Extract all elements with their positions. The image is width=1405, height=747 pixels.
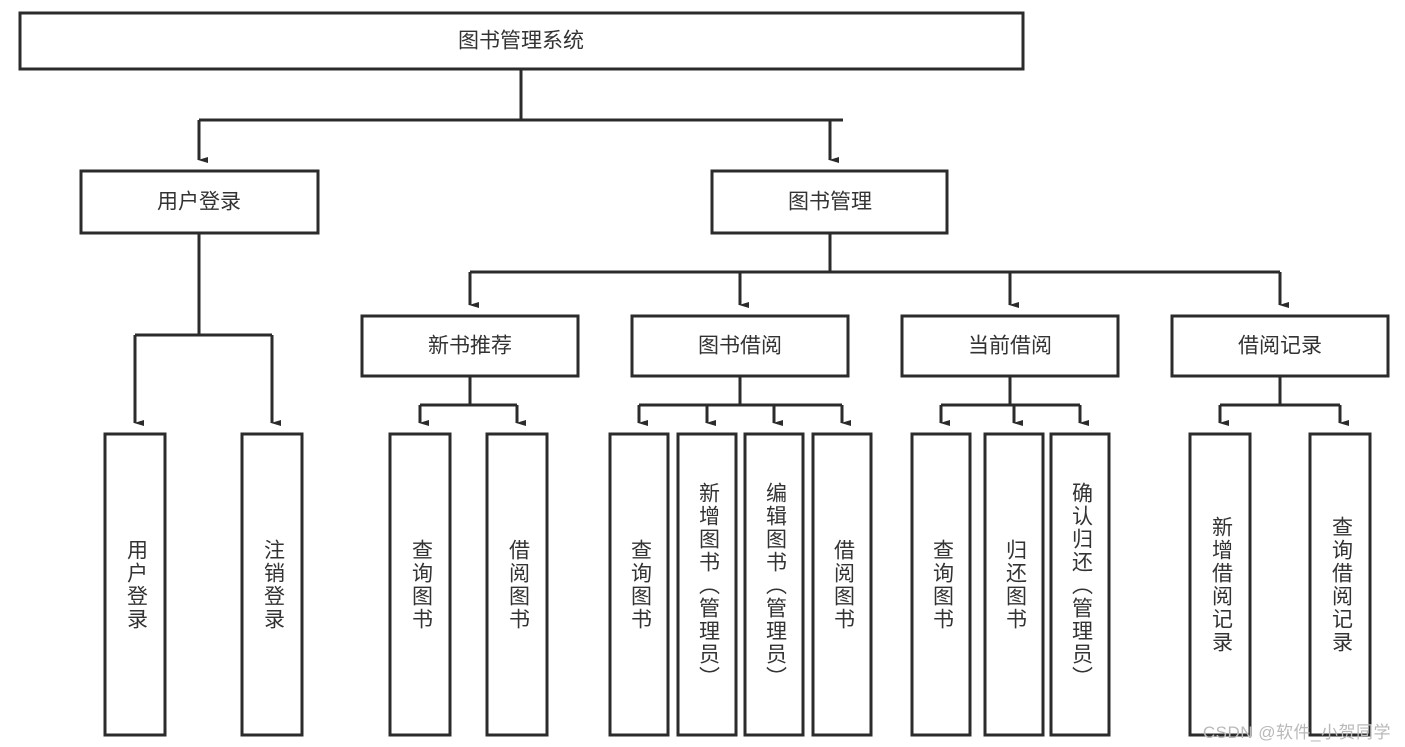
node-current-borrow[interactable]: 当前借阅 [900, 314, 1120, 378]
leaf-box-logout[interactable] [240, 432, 304, 737]
connector-group-root [197, 69, 843, 163]
node-book-management-label: 图书管理 [788, 191, 872, 214]
node-user-login-label: 用户登录 [157, 191, 241, 214]
node-root-system[interactable]: 图书管理系统 [18, 11, 1025, 71]
watermark-text: CSDN @软件_小贺同学 [1202, 723, 1391, 742]
leaf-box-query-book-new[interactable] [388, 432, 452, 737]
leaf-box-borrow-book-new[interactable] [485, 432, 549, 737]
node-new-book-recommend[interactable]: 新书推荐 [360, 314, 580, 378]
leaf-box-confirm-return-admin[interactable] [1049, 432, 1111, 737]
leaf-box-edit-book-admin[interactable] [743, 432, 805, 737]
connector-group-new-book [418, 376, 526, 426]
leaf-box-add-book-admin[interactable] [676, 432, 738, 737]
node-book-borrow[interactable]: 图书借阅 [630, 314, 850, 378]
node-book-borrow-box[interactable] [630, 314, 850, 378]
leaf-box-query-book-borrow[interactable] [608, 432, 670, 737]
node-book-borrow-label: 图书借阅 [698, 335, 782, 358]
node-user-login-box[interactable] [79, 169, 320, 235]
node-book-management-box[interactable] [710, 169, 949, 235]
node-root-system-label: 图书管理系统 [458, 30, 584, 53]
connector-group-borrow [637, 376, 851, 426]
node-borrow-record-box[interactable] [1170, 314, 1390, 378]
node-root-system-box[interactable] [18, 11, 1025, 71]
node-current-borrow-label: 当前借阅 [968, 335, 1052, 358]
connector-group-borrow-record [1218, 376, 1349, 426]
leaf-box-add-borrow-record[interactable] [1188, 432, 1252, 737]
node-user-login[interactable]: 用户登录 [79, 169, 320, 235]
leaf-box-return-book[interactable] [983, 432, 1045, 737]
leaf-box-borrow-book[interactable] [811, 432, 873, 737]
node-current-borrow-box[interactable] [900, 314, 1120, 378]
node-new-book-recommend-label: 新书推荐 [428, 335, 512, 358]
node-new-book-recommend-box[interactable] [360, 314, 580, 378]
connector-group-user-login [133, 233, 281, 426]
node-book-management[interactable]: 图书管理 [710, 169, 949, 235]
connector-group-current-borrow [939, 376, 1089, 426]
leaf-box-query-book-current[interactable] [910, 432, 972, 737]
leaf-box-user-login[interactable] [103, 432, 167, 737]
connector-group-book-mgmt [468, 233, 1289, 308]
leaf-box-query-borrow-record[interactable] [1308, 432, 1372, 737]
node-borrow-record-label: 借阅记录 [1238, 335, 1322, 358]
node-borrow-record[interactable]: 借阅记录 [1170, 314, 1390, 378]
